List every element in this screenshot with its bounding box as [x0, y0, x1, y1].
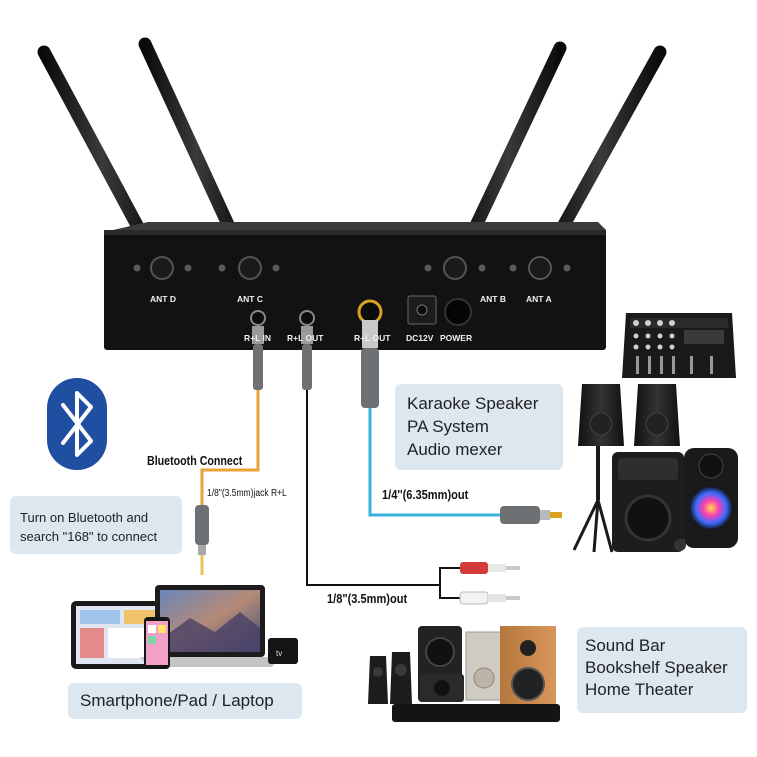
karaoke-line-1: Karaoke Speaker: [407, 394, 539, 413]
antenna-mount-d: [150, 256, 174, 280]
bluetooth-help-line-1: Turn on Bluetooth and: [20, 510, 149, 525]
karaoke-line-3: Audio mexer: [407, 440, 503, 459]
tv-box-icon: [268, 638, 298, 664]
blue-cable: [361, 320, 562, 524]
home-line-1: Sound Bar: [585, 636, 666, 655]
black-cable: [301, 326, 520, 605]
rl-in-jack: [250, 310, 266, 326]
rca-red-plug: [460, 562, 520, 574]
jack-eighth-rl-label: 1/8"(3.5mm)jack R+L: [207, 488, 287, 499]
karaoke-speakers-icon: [612, 448, 738, 552]
svg-text:tv: tv: [276, 649, 282, 658]
antenna-mount-a: [528, 256, 552, 280]
pa-speakers-icon: [572, 384, 680, 553]
receiver-unit: [104, 222, 606, 350]
devices-callout: Smartphone/Pad / Laptop: [68, 683, 302, 719]
karaoke-line-2: PA System: [407, 417, 489, 436]
ant-d-label: ANT D: [150, 294, 176, 304]
devices-label: Smartphone/Pad / Laptop: [80, 691, 274, 710]
home-line-2: Bookshelf Speaker: [585, 658, 728, 677]
bluetooth-help-line-2: search "168" to connect: [20, 529, 158, 544]
rca-white-plug: [459, 591, 520, 605]
bluetooth-icon: [47, 378, 107, 470]
antenna-mount-b: [443, 256, 467, 280]
home-line-3: Home Theater: [585, 680, 694, 699]
quarter-out-label: R+L OUT: [354, 333, 391, 343]
bluetooth-help-callout: Turn on Bluetooth and search "168" to co…: [10, 496, 182, 554]
rl-out-jack: [299, 310, 315, 326]
devices-illustration: tv: [71, 585, 298, 669]
rl-in-label: R+L IN: [244, 333, 272, 343]
dc12v-label: DC12V: [406, 333, 434, 343]
audio-mixer-icon: [622, 313, 736, 378]
home-theater-callout: Sound Bar Bookshelf Speaker Home Theater: [577, 627, 747, 713]
ant-c-label: ANT C: [237, 294, 263, 304]
ant-a-label: ANT A: [526, 294, 552, 304]
bluetooth-connect-label: Bluetooth Connect: [147, 453, 243, 468]
rl-out-label: R+L OUT: [287, 333, 324, 343]
eighth-out-cable-label: 1/8"(3.5mm)out: [327, 591, 408, 606]
power-label: POWER: [440, 333, 473, 343]
orange-cable: [195, 326, 264, 575]
ant-b-label: ANT B: [480, 294, 506, 304]
karaoke-callout: Karaoke Speaker PA System Audio mexer: [395, 384, 563, 470]
quarter-out-jack: [357, 299, 383, 325]
quarter-out-cable-label: 1/4''(6.35mm)out: [382, 487, 469, 502]
home-theater-icon: [368, 626, 560, 722]
sound-bar-icon: [392, 704, 560, 722]
antenna-mount-c: [238, 256, 262, 280]
power-button: [444, 298, 472, 326]
